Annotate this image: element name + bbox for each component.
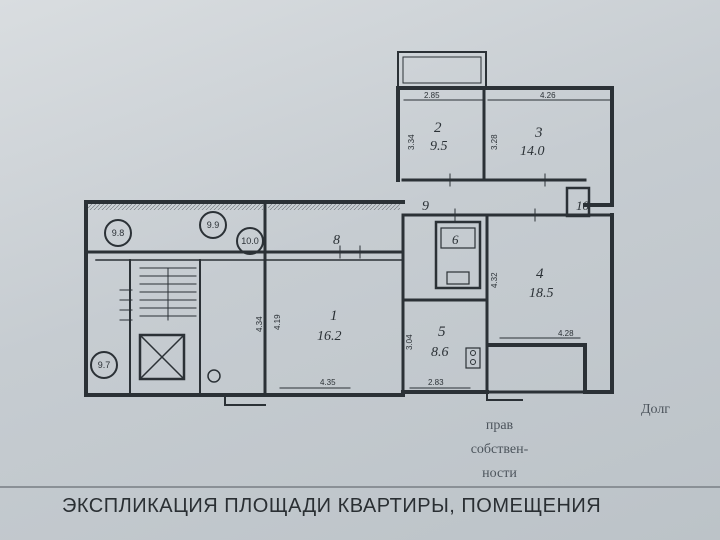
explication-caption: ЭКСПЛИКАЦИЯ ПЛОЩАДИ КВАРТИРЫ, ПОМЕЩЕНИЯ <box>62 495 602 517</box>
dimension-label: 3.04 <box>405 334 414 350</box>
wall-right-outer <box>488 213 614 394</box>
side-line: Долг <box>640 402 671 417</box>
dimension-label: 4.28 <box>558 329 574 338</box>
staircase <box>119 267 197 321</box>
circle-marker <box>104 219 132 247</box>
elevator-shaft <box>138 333 186 381</box>
room-label: 3 <box>534 125 543 141</box>
dimension-label: 3.34 <box>407 134 416 150</box>
side-fragment: Долг <box>622 380 682 420</box>
side-line: прав <box>485 418 514 433</box>
room-area: 16.2 <box>317 329 342 344</box>
circle-number: 9.8 <box>112 228 125 238</box>
room-label: 9 <box>422 199 429 214</box>
side-fragment: собствен- <box>456 420 536 460</box>
room-area: 9.5 <box>430 139 448 154</box>
dimension-label: 4.19 <box>273 314 282 330</box>
room-label: 8 <box>333 233 340 248</box>
side-fragment: прав <box>466 396 526 436</box>
room-label: 2 <box>434 120 442 136</box>
dimension-label: 2.83 <box>428 378 444 387</box>
side-fragment: ности <box>466 444 526 484</box>
wall-upper-outer <box>396 86 614 207</box>
circle-number: 9.7 <box>98 360 111 370</box>
room-label: 1 <box>330 308 338 324</box>
circle-marker <box>199 211 227 239</box>
circle-number: 10.0 <box>241 236 259 246</box>
circle-marker <box>236 227 264 255</box>
dimension-label: 2.85 <box>424 91 440 100</box>
dimension-label: 4.35 <box>320 378 336 387</box>
divider <box>0 486 720 488</box>
room-label: 4 <box>536 266 544 282</box>
dimension-label: 4.26 <box>540 91 556 100</box>
room-label: 10 <box>576 198 590 213</box>
room-area: 14.0 <box>520 144 545 159</box>
side-line: ности <box>482 466 517 481</box>
bathroom <box>434 220 482 290</box>
circle-number: 9.9 <box>207 220 220 230</box>
room-label: 5 <box>438 324 446 340</box>
room-area: 18.5 <box>529 286 554 301</box>
room-area: 8.6 <box>431 345 449 360</box>
side-line: собствен- <box>470 442 529 457</box>
dimension-label: 4.32 <box>490 272 499 288</box>
dimension-label: 3.28 <box>490 134 499 150</box>
dimension-label: 4.34 <box>255 316 264 332</box>
circle-marker <box>90 351 118 379</box>
room-label: 6 <box>452 232 459 247</box>
